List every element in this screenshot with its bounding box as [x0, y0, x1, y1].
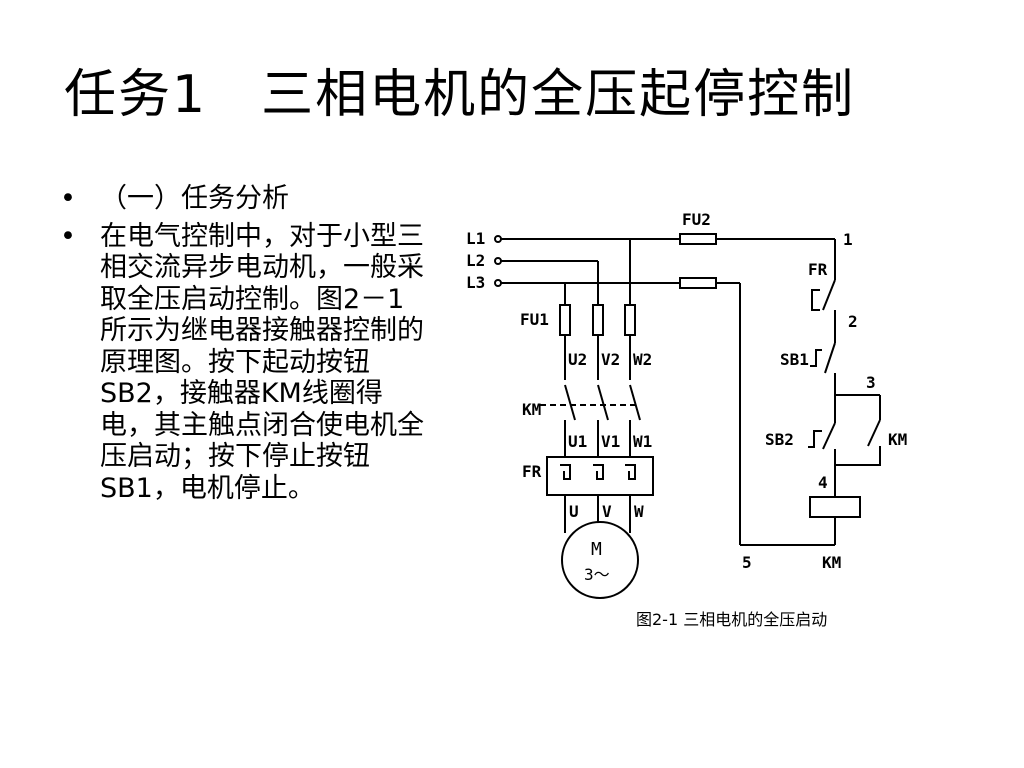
label-sb1: SB1	[780, 350, 809, 369]
label-u: U	[569, 502, 579, 521]
fuse-fu2-lower	[679, 277, 717, 289]
label-L2: L2	[466, 251, 485, 270]
label-node1: 1	[843, 230, 853, 249]
label-fu2: FU2	[682, 210, 711, 229]
label-node5: 5	[742, 553, 752, 572]
terminal-L1	[494, 235, 502, 243]
label-u2: U2	[568, 350, 587, 369]
km-aux-contact	[867, 419, 881, 466]
sb2-start-button	[808, 422, 836, 465]
label-node3: 3	[866, 373, 876, 392]
label-node4: 4	[818, 473, 828, 492]
bullet-item: • 在电气控制中，对于小型三相交流异步电动机，一般采取全压启动控制。图2－1所示…	[60, 221, 440, 505]
fr-element-w	[625, 464, 636, 480]
circuit-diagram: L1 L2 L3 FU2 FU1 U2 V2 W2 KM U1 V1 W1 FR…	[466, 210, 907, 599]
km-contact-w	[629, 384, 641, 421]
fr-element-u	[560, 464, 571, 480]
bullet-text: （一）任务分析	[100, 183, 289, 214]
label-fr-main: FR	[522, 462, 542, 481]
label-sb2: SB2	[765, 430, 794, 449]
km-contact-u	[564, 384, 576, 421]
label-w: W	[634, 502, 644, 521]
label-w2: W2	[633, 350, 652, 369]
label-motor-phase: 3～	[584, 565, 610, 584]
label-u1: U1	[568, 432, 587, 451]
bullet-dot: •	[60, 183, 76, 214]
fr-element-v	[593, 464, 604, 480]
label-L3: L3	[466, 273, 485, 292]
terminal-L3	[494, 279, 502, 287]
figure-caption: 图2-1 三相电机的全压启动	[636, 610, 828, 629]
bullet-text: 在电气控制中，对于小型三相交流异步电动机，一般采取全压启动控制。图2－1所示为继…	[100, 220, 424, 504]
bullet-list: • （一）任务分析 • 在电气控制中，对于小型三相交流异步电动机，一般采取全压启…	[60, 183, 440, 510]
slide-title: 任务1 三相电机的全压起停控制	[64, 65, 856, 125]
fuse-fu2-upper	[679, 233, 717, 245]
bullet-item: • （一）任务分析	[60, 183, 440, 215]
label-L1: L1	[466, 229, 485, 248]
label-km-coil: KM	[822, 553, 841, 572]
label-km-main: KM	[522, 400, 541, 419]
km-coil	[809, 496, 861, 518]
label-v2: V2	[601, 350, 620, 369]
label-w1: W1	[633, 432, 652, 451]
km-contact-v	[597, 384, 609, 421]
label-motor-m: M	[591, 539, 602, 560]
fr-thermal-relay	[546, 456, 654, 496]
label-node2: 2	[848, 312, 858, 331]
fuse-fu1-w	[624, 304, 636, 336]
terminal-L2	[494, 257, 502, 265]
label-fr-ctrl: FR	[808, 260, 828, 279]
label-v1: V1	[601, 432, 620, 451]
bullet-dot: •	[60, 220, 76, 252]
label-fu1: FU1	[520, 310, 549, 329]
sb1-stop-button	[810, 342, 836, 395]
label-km-aux: KM	[888, 430, 907, 449]
fuse-fu1-u	[559, 304, 571, 336]
fr-nc-contact	[811, 279, 836, 322]
fuse-fu1-v	[592, 304, 604, 336]
label-v: V	[602, 502, 612, 521]
motor-symbol	[561, 521, 639, 599]
